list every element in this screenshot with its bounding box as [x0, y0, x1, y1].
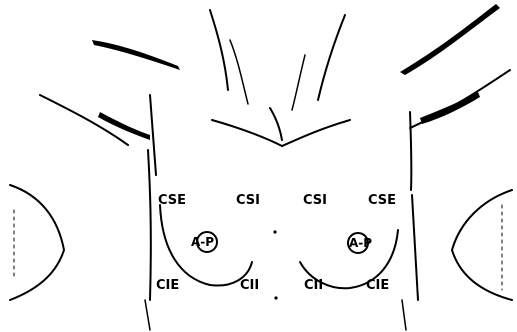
- left-shoulder-stroke: [92, 40, 180, 70]
- left-neck-line-inner: [230, 40, 248, 104]
- sternum-dot-lower: [274, 296, 277, 299]
- right-lateral-breast-outline: [452, 190, 512, 300]
- right-breast-lower-inner-label: CII: [240, 278, 259, 293]
- right-breast-upper-outer-label: CSE: [158, 193, 186, 208]
- sternal-notch-mark: [270, 108, 282, 140]
- left-breast-upper-inner-label: CSI: [303, 193, 327, 208]
- left-deltoid-shade: [98, 112, 150, 140]
- bottom-right-line: [402, 300, 406, 330]
- left-breast-lower-outer-label: CIE: [366, 278, 389, 293]
- left-clavicle-line: [212, 120, 282, 146]
- left-lateral-breast-outline: [10, 185, 64, 300]
- right-clavicle-line: [282, 120, 350, 146]
- sternum-dot-upper: [273, 230, 276, 233]
- right-chest-wall-line: [412, 195, 418, 300]
- left-areola-label: A-P: [349, 236, 372, 250]
- right-neck-line-inner: [292, 55, 305, 110]
- right-shoulder-stroke: [400, 4, 500, 75]
- right-areola-label: A-P: [191, 235, 214, 249]
- left-neck-line: [210, 10, 228, 90]
- right-breast-upper-inner-label: CSI: [236, 193, 260, 208]
- left-arm-contour: [150, 95, 156, 175]
- bottom-left-line: [145, 300, 150, 330]
- left-breast-upper-outer-label: CSE: [368, 193, 396, 208]
- right-neck-line: [318, 15, 345, 100]
- left-breast-lower-inner-label: CII: [304, 278, 323, 293]
- right-breast-lower-outer-label: CIE: [156, 278, 179, 293]
- right-arm-contour: [410, 112, 411, 190]
- left-chest-wall-line: [148, 150, 151, 300]
- right-deltoid-shade: [420, 92, 480, 124]
